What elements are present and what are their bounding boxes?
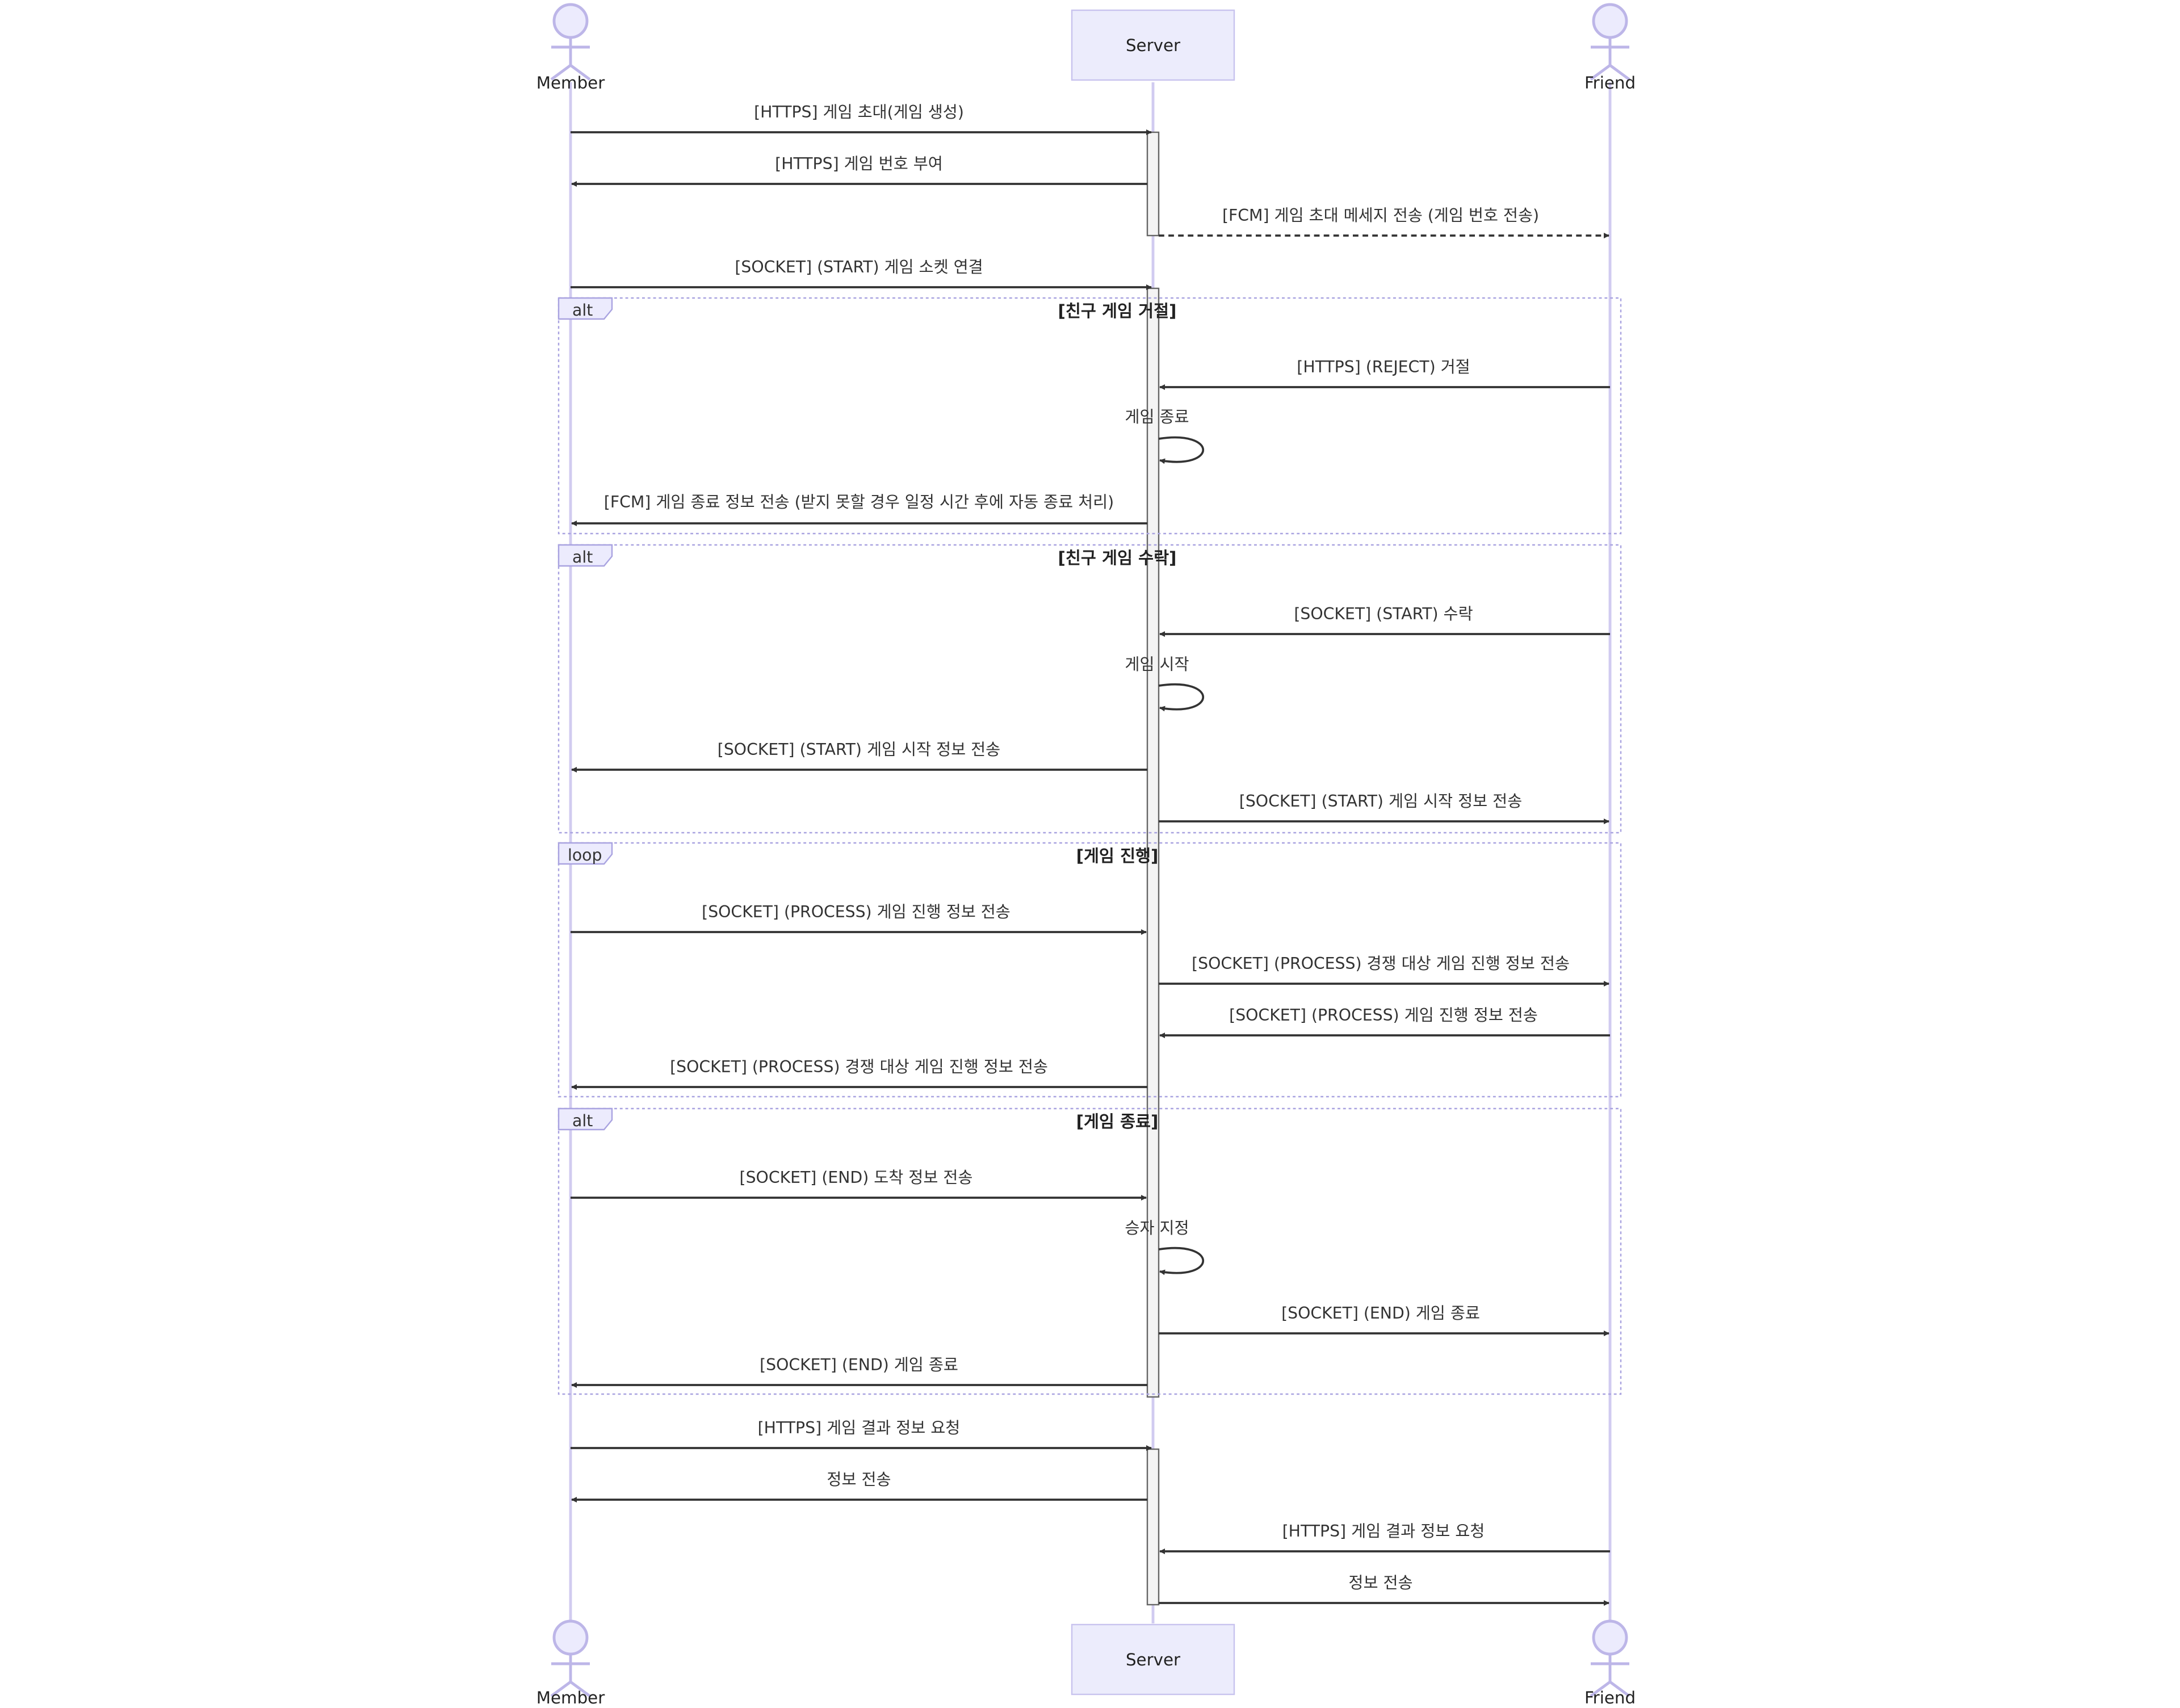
message-1: [HTTPS] 게임 번호 부여 — [571, 154, 1147, 187]
message-0: [HTTPS] 게임 초대(게임 생성) — [571, 103, 1152, 135]
message-label: [HTTPS] 게임 번호 부여 — [775, 154, 943, 173]
fragment-kind-label: alt — [572, 1111, 593, 1130]
message-label: 게임 시작 — [1125, 655, 1189, 674]
server-box-top: Server — [1071, 9, 1235, 81]
message-label: 승자 지정 — [1125, 1219, 1189, 1237]
message-label: [SOCKET] (END) 도착 정보 전송 — [740, 1168, 973, 1187]
message-20: 정보 전송 — [571, 1470, 1147, 1503]
fragment-condition: [게임 종료] — [1076, 1112, 1159, 1131]
message-19: [HTTPS] 게임 결과 정보 요청 — [571, 1419, 1152, 1451]
message-label: [SOCKET] (END) 게임 종료 — [760, 1356, 958, 1374]
friend-head-icon — [1592, 3, 1628, 39]
message-17: [SOCKET] (END) 게임 종료 — [1159, 1304, 1609, 1336]
message-label: [SOCKET] (END) 게임 종료 — [1281, 1304, 1480, 1323]
member-head-icon — [552, 1619, 589, 1656]
message-label: [SOCKET] (START) 게임 시작 정보 전송 — [718, 740, 1000, 759]
message-label: [SOCKET] (PROCESS) 게임 진행 정보 전송 — [702, 903, 1011, 921]
member-head-icon — [552, 3, 589, 39]
fragment-kind-label: alt — [572, 548, 593, 566]
server-label: Server — [1126, 36, 1181, 55]
server-activation-bar — [1146, 287, 1160, 1398]
message-label: [SOCKET] (START) 게임 소켓 연결 — [735, 258, 983, 276]
message-9: [SOCKET] (START) 게임 시작 정보 전송 — [571, 740, 1147, 773]
server-label: Server — [1126, 1650, 1181, 1669]
message-7: [SOCKET] (START) 수락 — [1159, 605, 1610, 637]
message-21: [HTTPS] 게임 결과 정보 요청 — [1159, 1522, 1610, 1554]
message-13: [SOCKET] (PROCESS) 게임 진행 정보 전송 — [1159, 1006, 1610, 1038]
message-12: [SOCKET] (PROCESS) 경쟁 대상 게임 진행 정보 전송 — [1159, 954, 1609, 987]
message-label: [SOCKET] (PROCESS) 경쟁 대상 게임 진행 정보 전송 — [1192, 954, 1570, 973]
message-5: 게임 종료 — [1125, 408, 1204, 464]
friend-label: Friend — [1584, 1688, 1636, 1707]
message-label: 정보 전송 — [827, 1470, 891, 1489]
message-label: 게임 종료 — [1125, 408, 1189, 426]
message-16: 승자 지정 — [1125, 1219, 1204, 1275]
friend-label: Friend — [1584, 73, 1636, 93]
message-label: [SOCKET] (PROCESS) 게임 진행 정보 전송 — [1229, 1006, 1538, 1025]
member-label: Member — [536, 1688, 605, 1707]
fragment-condition: [게임 진행] — [1076, 846, 1159, 866]
message-6: [FCM] 게임 종료 정보 전송 (받지 못할 경우 일정 시간 후에 자동 … — [571, 493, 1147, 526]
message-3: [SOCKET] (START) 게임 소켓 연결 — [571, 258, 1152, 290]
message-label: [SOCKET] (PROCESS) 경쟁 대상 게임 진행 정보 전송 — [670, 1057, 1048, 1076]
member-actor-bottom: Member — [536, 1619, 605, 1707]
message-11: [SOCKET] (PROCESS) 게임 진행 정보 전송 — [571, 903, 1147, 935]
fragment-alt-reject: alt [친구 게임 거절] — [557, 297, 1622, 535]
message-18: [SOCKET] (END) 게임 종료 — [571, 1356, 1147, 1388]
message-label: 정보 전송 — [1348, 1573, 1412, 1592]
server-activation-bar — [1146, 1448, 1160, 1606]
message-8: 게임 시작 — [1125, 655, 1204, 712]
message-4: [HTTPS] (REJECT) 거절 — [1159, 358, 1610, 390]
message-15: [SOCKET] (END) 도착 정보 전송 — [571, 1168, 1147, 1201]
fragment-loop-progress: loop [게임 진행] — [557, 842, 1622, 1098]
fragment-alt-end: alt [게임 종료] — [557, 1107, 1622, 1395]
message-label: [SOCKET] (START) 수락 — [1294, 605, 1473, 623]
message-10: [SOCKET] (START) 게임 시작 정보 전송 — [1159, 792, 1609, 824]
message-22: 정보 전송 — [1159, 1573, 1609, 1606]
friend-head-icon — [1592, 1619, 1628, 1656]
server-activation-bar — [1146, 131, 1160, 237]
message-14: [SOCKET] (PROCESS) 경쟁 대상 게임 진행 정보 전송 — [571, 1057, 1147, 1090]
member-label: Member — [536, 73, 605, 93]
server-box-bottom: Server — [1071, 1623, 1235, 1696]
fragment-condition: [친구 게임 수락] — [1058, 548, 1177, 568]
message-label: [HTTPS] 게임 결과 정보 요청 — [758, 1419, 961, 1437]
fragment-condition: [친구 게임 거절] — [1058, 301, 1177, 321]
message-label: [HTTPS] (REJECT) 거절 — [1297, 358, 1470, 376]
member-actor-top: Member — [536, 3, 605, 93]
fragment-kind-label: loop — [568, 846, 602, 865]
friend-actor-bottom: Friend — [1584, 1619, 1636, 1707]
message-label: [HTTPS] 게임 결과 정보 요청 — [1282, 1522, 1485, 1541]
message-2: [FCM] 게임 초대 메세지 전송 (게임 번호 전송) — [1159, 206, 1609, 238]
fragment-kind-label: alt — [572, 301, 593, 320]
friend-actor-top: Friend — [1584, 3, 1636, 93]
message-label: [FCM] 게임 초대 메세지 전송 (게임 번호 전송) — [1222, 206, 1539, 225]
message-label: [SOCKET] (START) 게임 시작 정보 전송 — [1239, 792, 1522, 811]
fragment-alt-accept: alt [친구 게임 수락] — [557, 544, 1622, 834]
message-label: [FCM] 게임 종료 정보 전송 (받지 못할 경우 일정 시간 후에 자동 … — [604, 493, 1114, 511]
message-label: [HTTPS] 게임 초대(게임 생성) — [754, 103, 964, 121]
